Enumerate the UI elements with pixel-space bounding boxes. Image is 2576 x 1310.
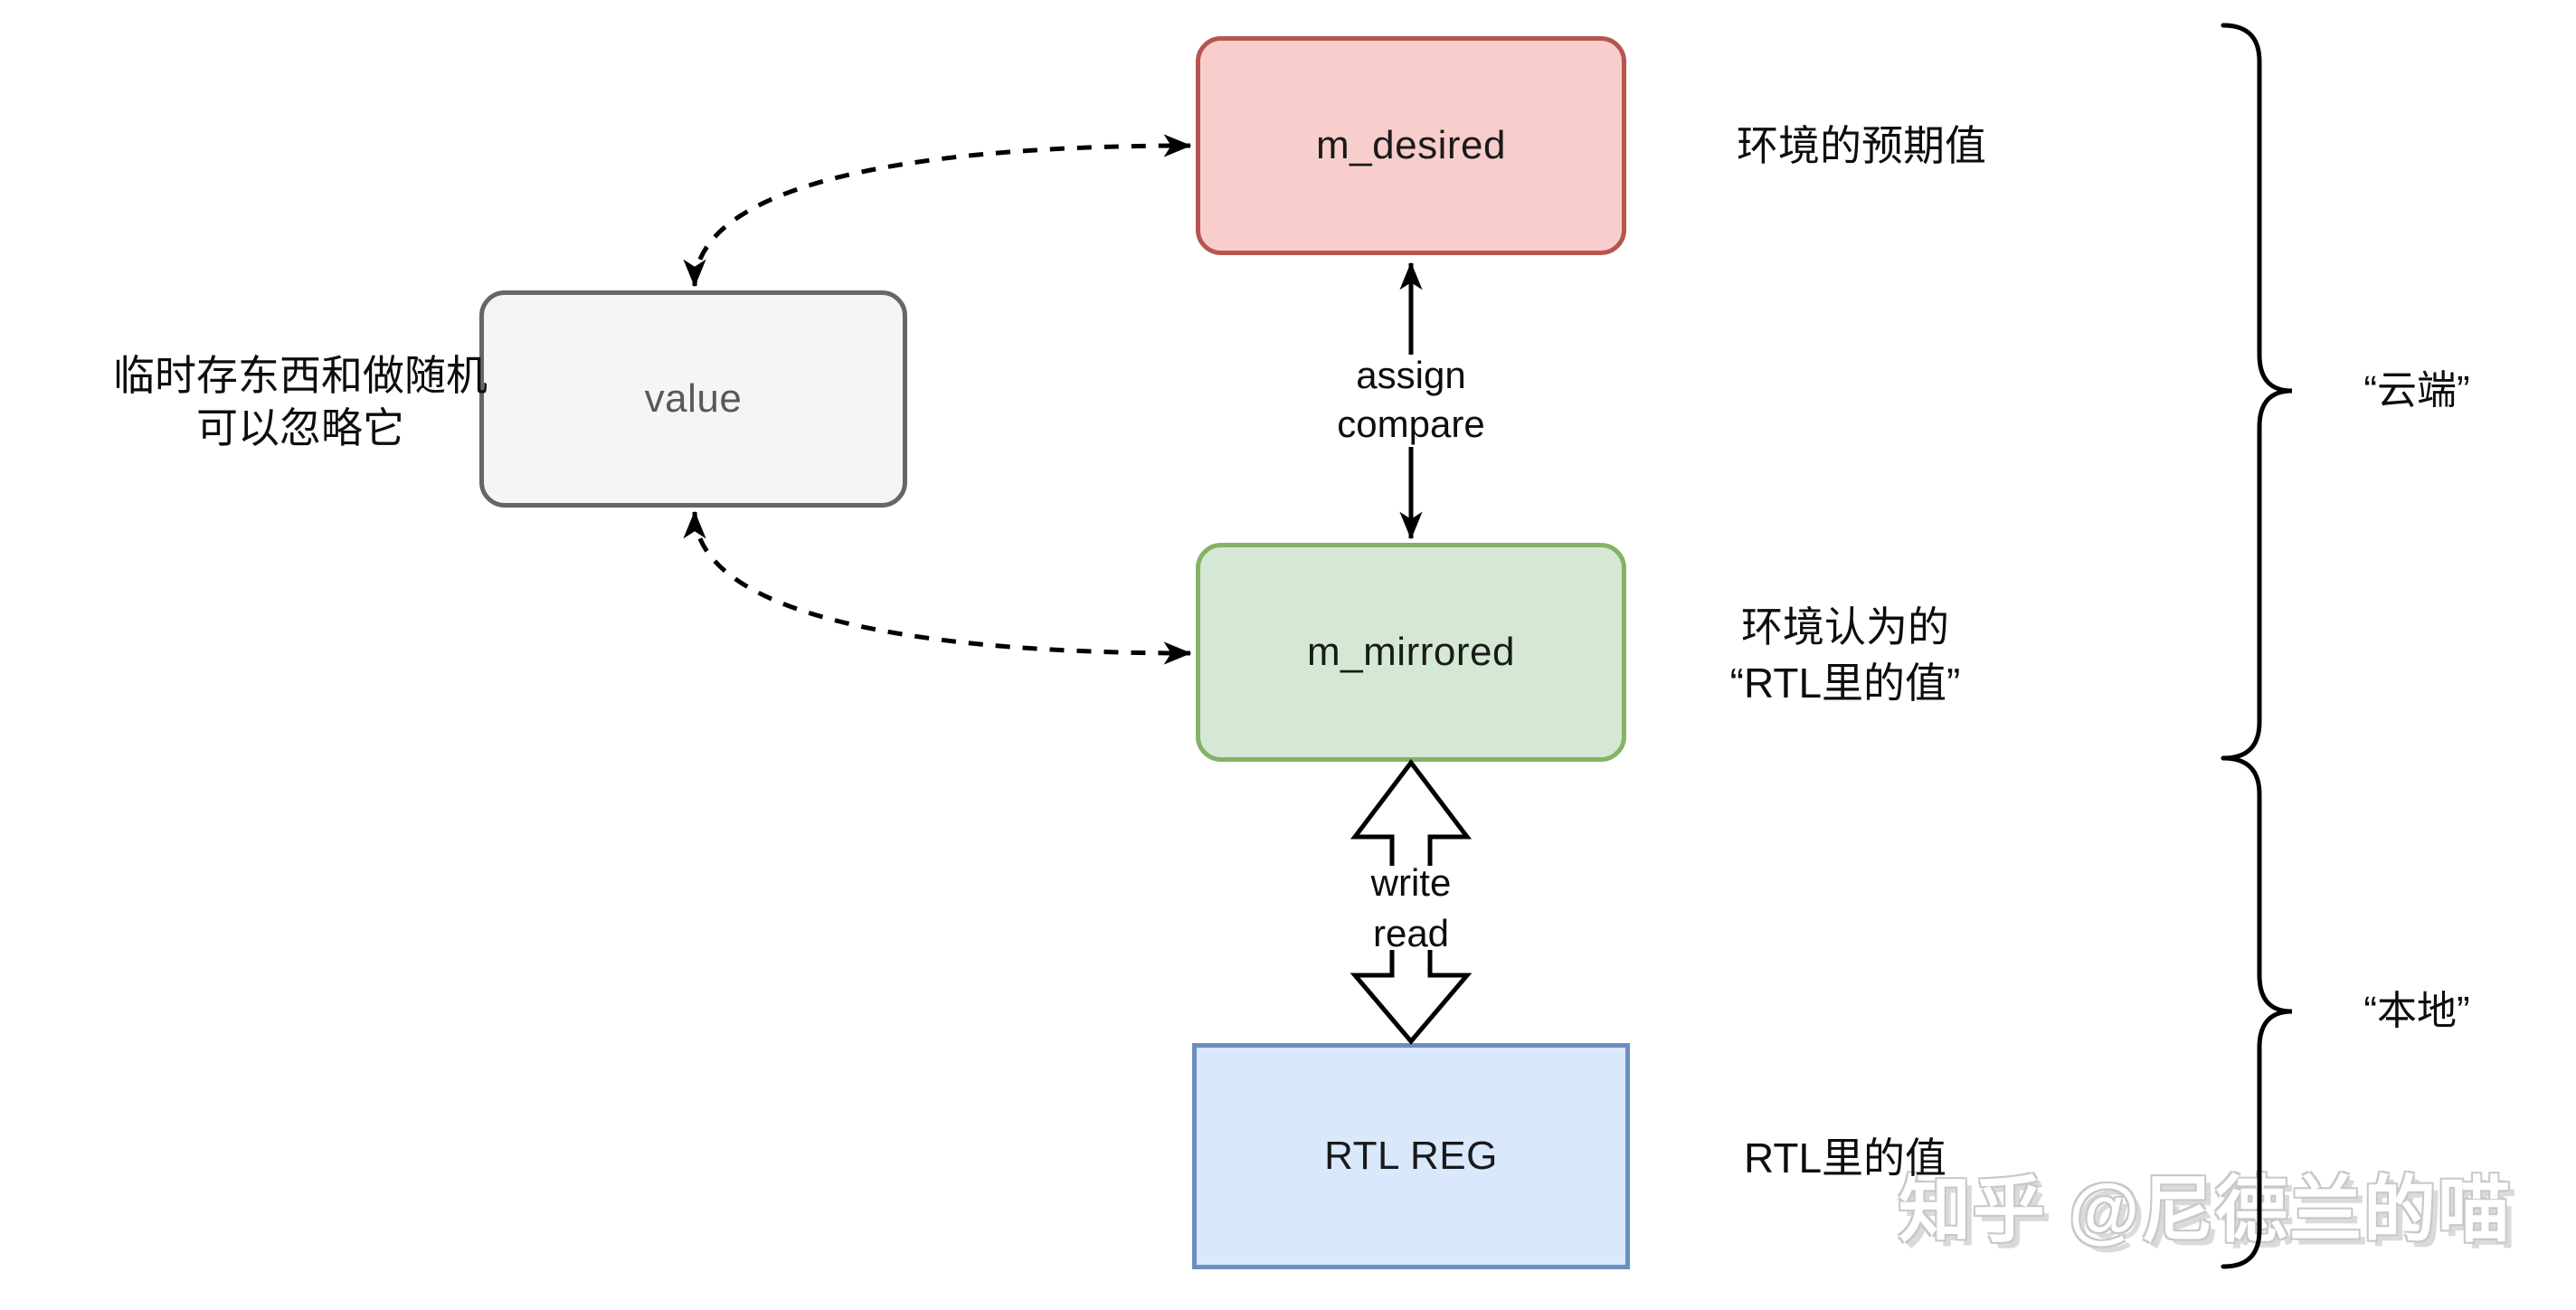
node-value: value (479, 290, 907, 508)
node-value-label: value (644, 376, 743, 421)
node-m-mirrored: m_mirrored (1196, 543, 1626, 762)
edge-label-write-read: write read (1230, 858, 1592, 959)
value-note-line1: 临时存东西和做随机 (113, 352, 488, 399)
annotation-mirrored-line2: “RTL里的值” (1729, 660, 1961, 707)
brace-cloud-label: “云端” (2281, 366, 2552, 415)
annotation-rtl-text: RTL里的值 (1743, 1134, 1947, 1182)
brace-cloud-text: “云端” (2363, 368, 2470, 413)
edge-label-assign-compare: assign compare (1230, 351, 1592, 449)
watermark: 知乎 @尼德兰的喵 (1898, 1170, 2513, 1250)
annotation-desired-text: 环境的预期值 (1737, 122, 1986, 169)
node-rtl-reg: RTL REG (1192, 1043, 1630, 1269)
edge-label-read: read (1372, 912, 1450, 954)
value-note-line2: 可以忽略它 (196, 404, 404, 451)
node-rtl-reg-label: RTL REG (1324, 1134, 1498, 1178)
dashed-arrow-value-desired (683, 134, 1192, 288)
annotation-mirrored: 环境认为的 “RTL里的值” (1574, 599, 2117, 711)
brace-local-label: “本地” (2281, 987, 2552, 1036)
brace-local-text: “本地” (2363, 989, 2470, 1033)
annotation-mirrored-line1: 环境认为的 (1741, 603, 1949, 650)
hollow-arrow-up-icon (1350, 758, 1473, 866)
node-m-mirrored-label: m_mirrored (1307, 630, 1515, 674)
hollow-arrow-down-icon (1350, 950, 1473, 1045)
dashed-arrow-value-mirrored (683, 510, 1192, 665)
edge-label-assign: assign (1356, 354, 1466, 396)
node-m-desired-label: m_desired (1316, 123, 1506, 167)
value-note: 临时存东西和做随机 可以忽略它 (74, 349, 526, 454)
node-m-desired: m_desired (1196, 36, 1626, 255)
edge-label-write: write (1370, 861, 1452, 904)
annotation-desired: 环境的预期值 (1590, 123, 2133, 168)
edge-label-compare: compare (1337, 403, 1485, 445)
annotation-rtl: RTL里的值 (1574, 1135, 2117, 1181)
